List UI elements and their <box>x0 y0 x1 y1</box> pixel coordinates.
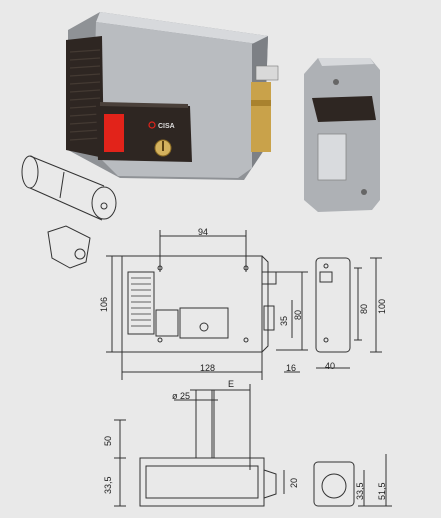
dim-100: 100 <box>377 298 387 314</box>
brass-latch <box>251 65 279 152</box>
dim-diameter-25: ø 25 <box>172 391 191 401</box>
dim-80-keeper: 80 <box>359 303 369 314</box>
dim-33-5-left: 33,5 <box>103 476 113 494</box>
dim-33-5-right: 33,5 <box>355 482 365 500</box>
dim-E: E <box>228 379 235 389</box>
dim-94: 94 <box>198 227 209 237</box>
dim-40: 40 <box>325 361 336 371</box>
dim-128: 128 <box>200 363 216 373</box>
cisa-logo: CISA <box>148 121 175 130</box>
dim-80-lock: 80 <box>293 309 303 320</box>
dim-51-5: 51,5 <box>377 482 387 500</box>
dim-16: 16 <box>286 363 297 373</box>
svg-text:CISA: CISA <box>158 123 175 130</box>
side-section-drawing <box>114 384 392 507</box>
dim-20: 20 <box>289 477 299 488</box>
cylinder-drawing <box>21 155 117 269</box>
front-view-drawing <box>106 230 308 380</box>
keeper-view-drawing <box>315 257 382 369</box>
keeper-strike-plate <box>304 58 380 212</box>
key-cylinder <box>154 139 172 157</box>
dim-50: 50 <box>103 435 113 446</box>
dim-35: 35 <box>279 315 289 326</box>
dim-106: 106 <box>99 296 109 312</box>
red-release-button <box>104 114 124 152</box>
